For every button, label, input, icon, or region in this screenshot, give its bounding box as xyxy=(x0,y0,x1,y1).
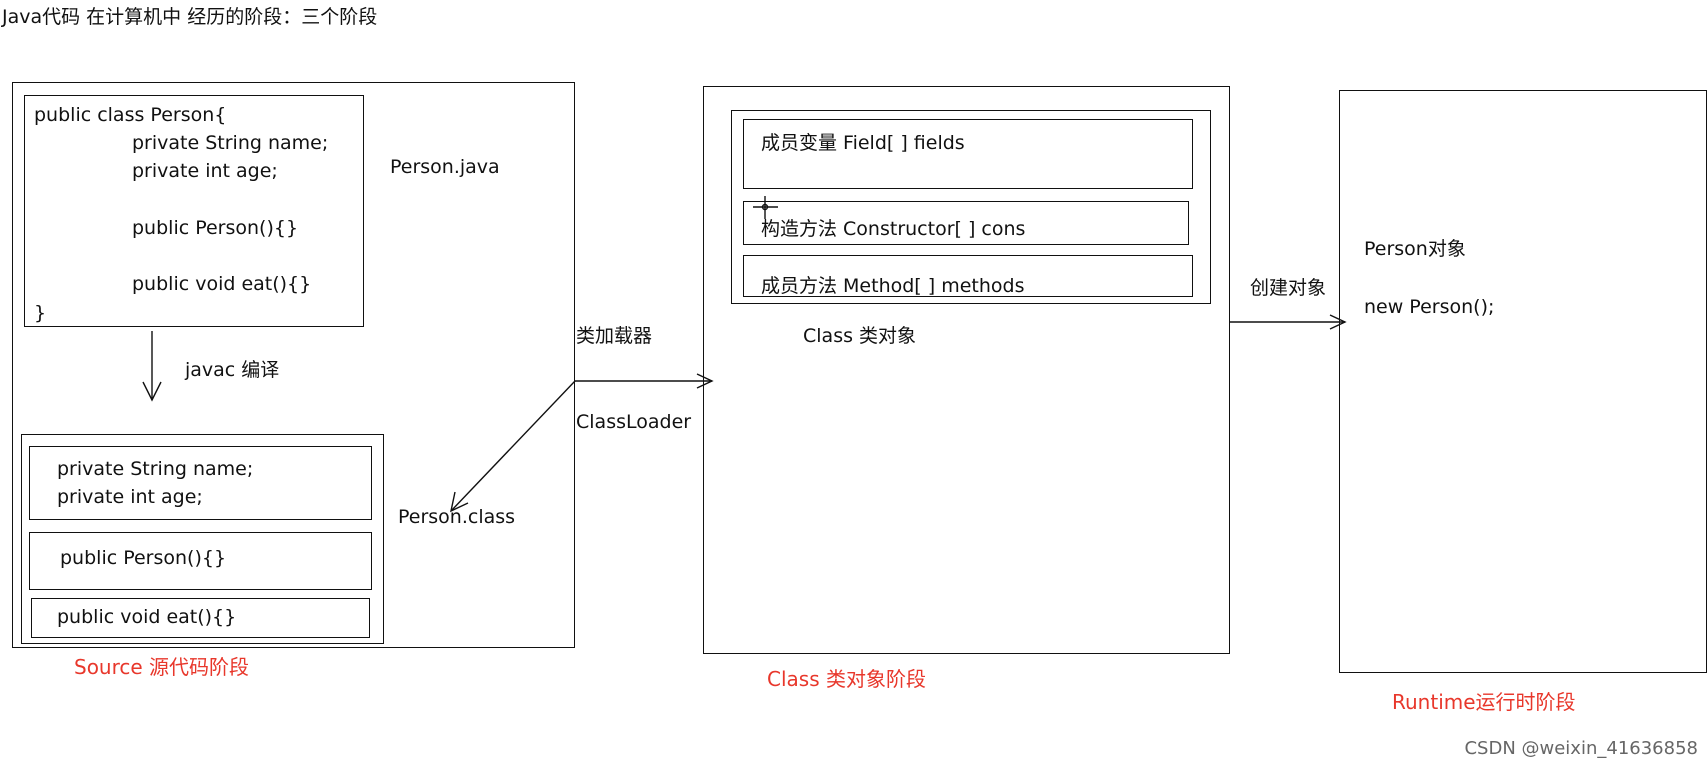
compile-arrowhead xyxy=(142,381,162,402)
watermark: CSDN @weixin_41636858 xyxy=(1464,738,1698,759)
runtime-object-label: Person对象 xyxy=(1364,238,1466,260)
class-file-fields-section xyxy=(29,446,372,520)
class-file-constructor-section xyxy=(29,532,372,590)
constructors-member-label: 构造方法 Constructor[ ] cons xyxy=(761,218,1026,240)
class-file-link-arrowhead xyxy=(450,491,469,513)
class-file-method-section xyxy=(31,598,370,638)
create-object-arrowhead xyxy=(1329,314,1347,330)
runtime-stage-label: Runtime运行时阶段 xyxy=(1392,690,1576,714)
class-loader-label-cn: 类加载器 xyxy=(576,325,653,347)
methods-member-row xyxy=(743,255,1193,297)
cursor-center xyxy=(761,203,769,211)
code-line-constructor: public Person(){} xyxy=(132,217,299,239)
class-file-field-name: private String name; xyxy=(57,458,254,480)
source-stage-label: Source 源代码阶段 xyxy=(74,655,250,679)
class-loader-arrowhead xyxy=(696,373,714,389)
class-file-name: Person.class xyxy=(398,506,516,528)
class-file-method: public void eat(){} xyxy=(57,606,237,628)
code-line-field-name: private String name; xyxy=(132,132,329,154)
runtime-object-code: new Person(); xyxy=(1364,296,1495,318)
code-line-class-decl: public class Person{ xyxy=(34,104,227,126)
code-line-method: public void eat(){} xyxy=(132,273,312,295)
constructors-member-row xyxy=(743,201,1189,245)
java-file-name: Person.java xyxy=(390,156,500,178)
class-file-link xyxy=(450,380,576,512)
create-object-label: 创建对象 xyxy=(1250,277,1327,299)
methods-member-label: 成员方法 Method[ ] methods xyxy=(761,275,1025,297)
code-line-field-age: private int age; xyxy=(132,160,278,182)
class-loader-label-en: ClassLoader xyxy=(576,411,692,433)
code-line-closing-brace: } xyxy=(34,302,47,324)
class-object-label: Class 类对象 xyxy=(803,325,917,347)
diagram-title: Java代码 在计算机中 经历的阶段：三个阶段 xyxy=(2,6,378,28)
compile-label: javac 编译 xyxy=(185,359,280,381)
class-file-constructor: public Person(){} xyxy=(60,547,227,569)
java-source-code-box xyxy=(24,95,364,327)
class-file-field-age: private int age; xyxy=(57,486,203,508)
class-stage-label: Class 类对象阶段 xyxy=(767,667,926,691)
runtime-stage-panel xyxy=(1339,90,1707,673)
fields-member-row xyxy=(743,119,1193,189)
fields-member-label: 成员变量 Field[ ] fields xyxy=(761,132,965,154)
